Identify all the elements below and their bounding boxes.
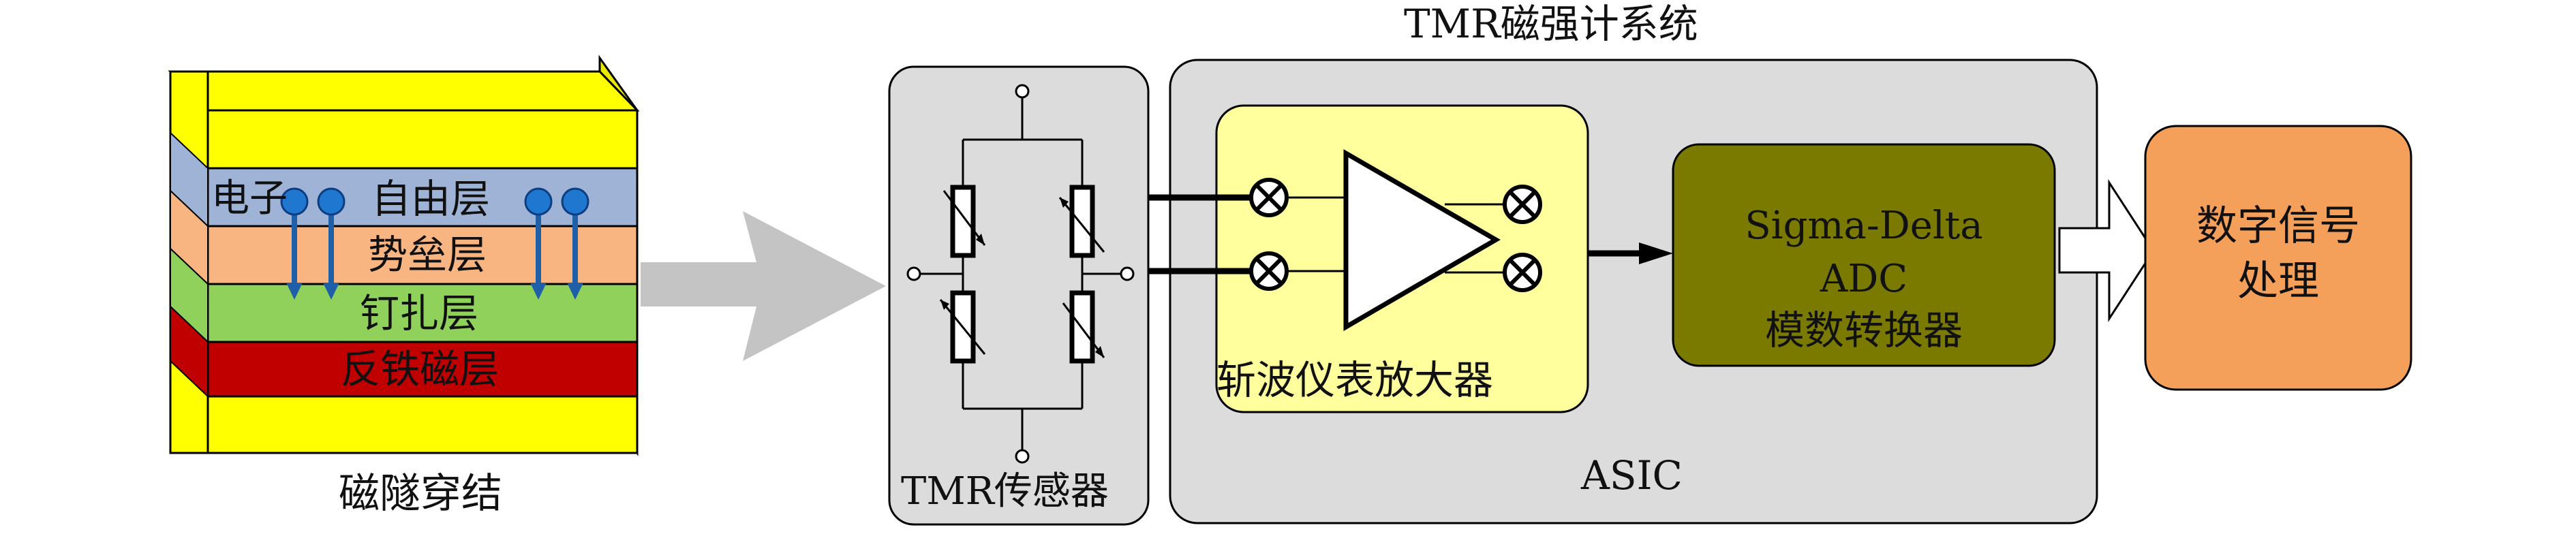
pinned-layer-label: 钉扎层 [360, 290, 478, 336]
bridge-terminal-right [1120, 266, 1135, 281]
mtj-caption: 磁隧穿结 [339, 470, 502, 518]
mtj-top-face [168, 70, 640, 112]
electron-dot [561, 187, 589, 216]
bridge-terminal-bottom [1015, 449, 1030, 464]
system-title: TMR磁强计系统 [1404, 1, 1698, 47]
varistor-bottom-left [939, 290, 986, 364]
adc-line-2: ADC [1820, 257, 1907, 301]
barrier-layer-label: 势垒层 [368, 232, 487, 278]
adc-to-dsp-arrow-icon [2058, 178, 2155, 323]
dsp-line-1: 数字信号 [2196, 202, 2360, 250]
chopper-input-bottom-icon [1249, 251, 1289, 291]
electron-label: 电子 [211, 176, 288, 221]
adc-line-1: Sigma-Delta [1745, 204, 1982, 248]
electron-dot [280, 187, 309, 216]
chopper-output-top-icon [1503, 185, 1542, 224]
electrons [280, 187, 589, 300]
asic-label: ASIC [1580, 452, 1683, 499]
afm-layer-label: 反铁磁层 [341, 346, 499, 392]
electron-dot [524, 187, 553, 216]
strip-afm [170, 304, 209, 398]
varistor-bottom-right [1062, 290, 1105, 364]
chopper-input-top-icon [1249, 178, 1289, 217]
dsp-block [2144, 125, 2412, 391]
layer-top-yellow [206, 109, 639, 170]
sensor-label: TMR传感器 [901, 469, 1109, 514]
varistor-top-left [942, 185, 986, 258]
free-layer-label: 自由层 [371, 176, 490, 222]
layer-pinned [206, 283, 639, 343]
tmr-sensor-panel: TMR传感器 [888, 65, 1150, 526]
amp-to-adc-arrow-icon [1588, 242, 1673, 264]
bridge-terminal-left [906, 266, 921, 281]
varistor-top-right [1058, 185, 1105, 258]
big-gray-arrow [641, 211, 886, 361]
amplifier-label: 斩波仪表放大器 [1216, 357, 1493, 403]
asic-panel: ASIC 斩波仪表放大器 Sigma-D [1169, 59, 2098, 524]
electron-dot [317, 187, 346, 216]
amplifier-triangle-icon [1343, 148, 1501, 332]
bridge-terminal-top [1015, 84, 1030, 99]
dsp-line-2: 处理 [2237, 257, 2319, 305]
mtj-stack: 电子 自由层 势垒层 钉扎层 反铁磁层 磁隧穿结 [168, 54, 640, 518]
chopper-output-bottom-icon [1503, 253, 1542, 292]
adc-line-3: 模数转换器 [1765, 307, 1963, 354]
adc-block [1672, 143, 2056, 367]
layer-bottom-yellow [206, 395, 639, 454]
layer-barrier [206, 225, 639, 285]
